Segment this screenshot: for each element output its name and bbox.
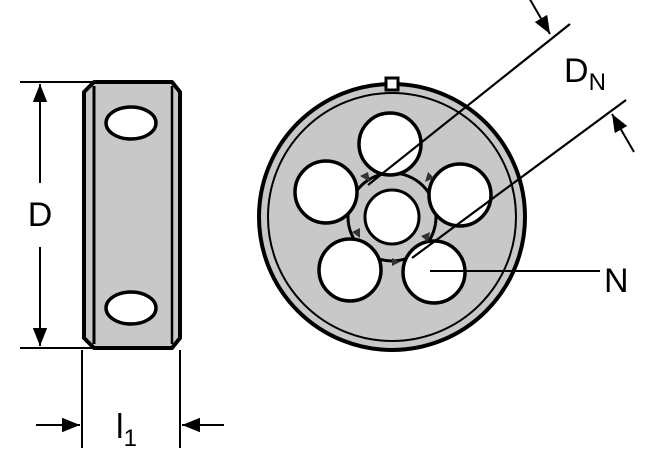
- thread-diameter-dimension: DN: [367, 0, 635, 259]
- thread-bore: [363, 188, 421, 246]
- chip-hole-left: [293, 159, 359, 225]
- thread-arrow-upper: [529, 0, 551, 35]
- die-side-lower-hole: [104, 290, 158, 326]
- die-side-body: [82, 80, 182, 350]
- chip-hole-right: [427, 162, 493, 228]
- thread-diameter-label: DN: [564, 52, 606, 96]
- die-side-view: [82, 80, 182, 350]
- tooth-3: [421, 232, 430, 242]
- die-side-upper-hole: [104, 105, 158, 141]
- diameter-label: D: [28, 196, 53, 234]
- length-dimension: l1: [36, 350, 224, 452]
- thread-diameter-label-sub: N: [589, 69, 606, 96]
- die-adjustment-slot: [384, 76, 400, 92]
- chip-hole-bottom-left: [317, 237, 383, 303]
- length-label-main: l: [116, 408, 124, 446]
- chip-hole-top: [357, 111, 423, 177]
- thread-diameter-label-main: D: [564, 52, 589, 90]
- length-label-sub: 1: [124, 425, 137, 452]
- thread-leader: N: [430, 262, 629, 300]
- tooth-2: [425, 172, 434, 182]
- thread-arrow-lower: [611, 113, 635, 153]
- thread-extension-line-upper: [367, 23, 571, 186]
- length-label: l1: [116, 408, 137, 452]
- tooth-1: [360, 172, 370, 182]
- die-front-view: [257, 76, 527, 352]
- tooth-5: [352, 228, 360, 238]
- thread-extension-line-lower: [411, 99, 627, 259]
- tooth-4: [392, 258, 400, 266]
- cutting-teeth: [352, 172, 434, 266]
- die-inner-chamfer-ring: [267, 92, 517, 342]
- thread-label: N: [604, 262, 629, 300]
- diameter-dimension: D: [20, 81, 96, 349]
- chip-holes: [293, 111, 493, 305]
